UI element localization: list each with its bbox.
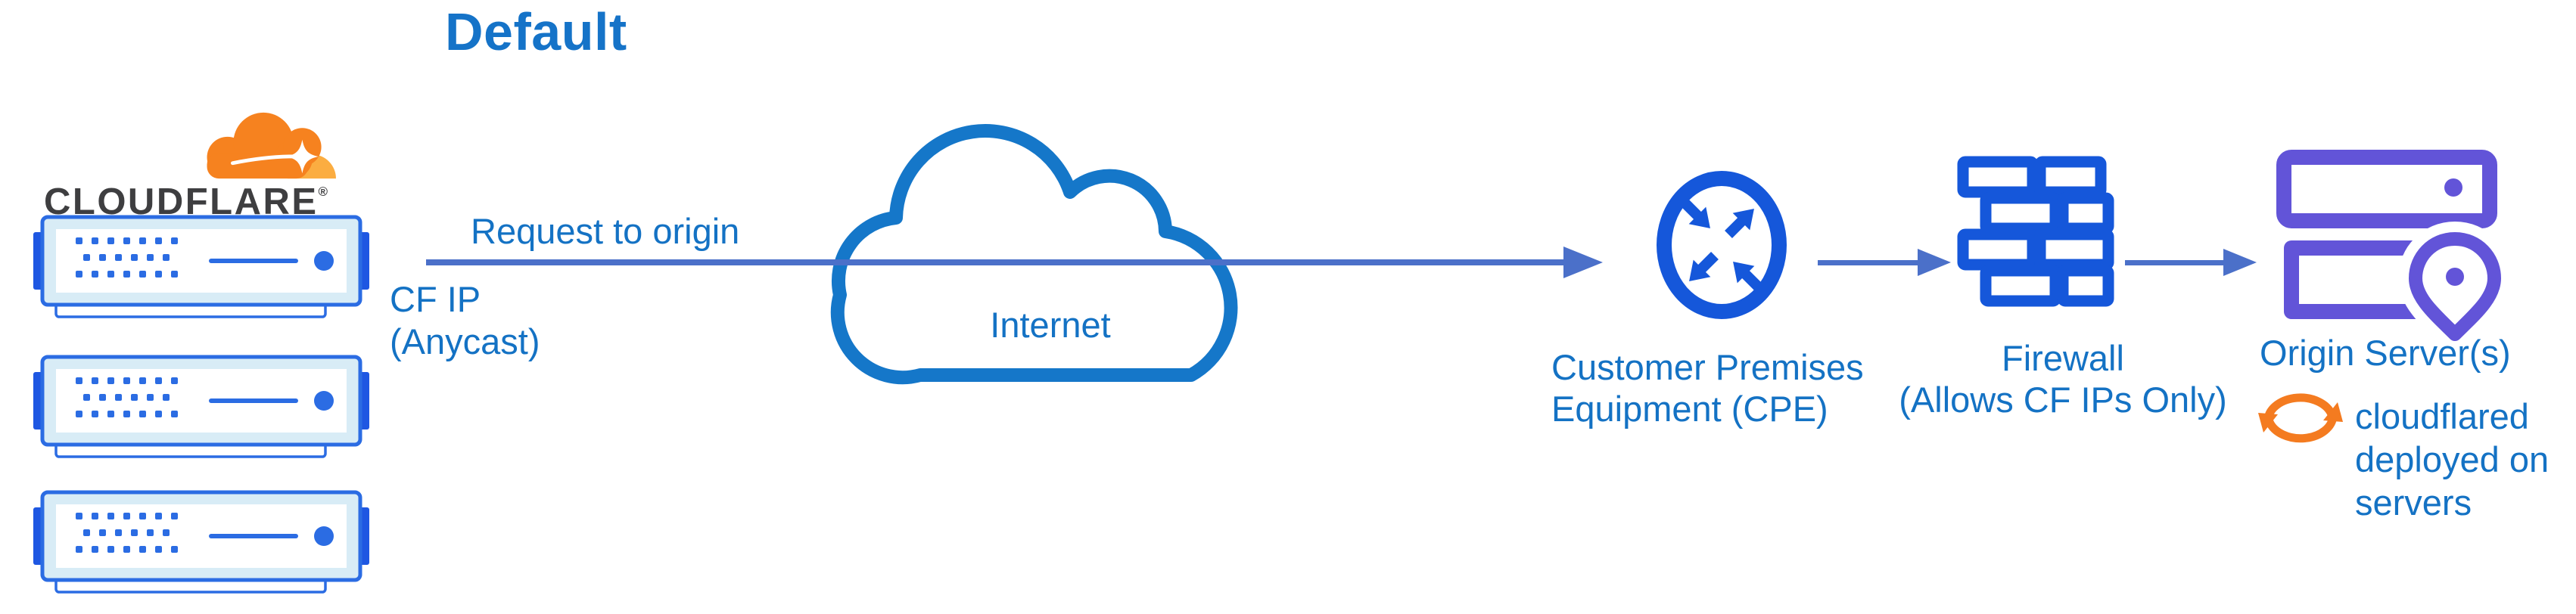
cpe-label: Customer Premises Equipment (CPE) [1551, 346, 1864, 429]
cloudflare-logo [192, 110, 339, 180]
server-icon [33, 489, 369, 595]
cloudflare-server-3 [33, 489, 369, 595]
cloudflared-note: cloudflared deployed on servers [2355, 395, 2549, 524]
cpe-to-firewall-arrowhead-icon [1918, 249, 1951, 276]
origin-servers-label: Origin Server(s) [2260, 333, 2511, 373]
cloudflared-note-line1: cloudflared [2355, 396, 2529, 436]
server-icon [33, 214, 369, 320]
cloudflare-cloud-icon [207, 112, 336, 179]
firewall-label-line1: Firewall [2002, 338, 2124, 378]
origin-rack-top [2276, 150, 2497, 228]
server-icon [33, 354, 369, 460]
firewall-label: Firewall (Allows CF IPs Only) [1895, 337, 2231, 420]
cpe-router-icon [1654, 169, 1789, 321]
cloudflared-note-line2: deployed on [2355, 439, 2550, 479]
firewall-label-line2: (Allows CF IPs Only) [1899, 380, 2227, 420]
cloudflared-note-line3: servers [2355, 482, 2472, 523]
cloudflare-server-1 [33, 214, 369, 320]
registered-trademark: ® [318, 185, 330, 199]
cloudflare-server-2 [33, 354, 369, 460]
internet-label: Internet [990, 305, 1111, 345]
request-arrowhead-icon [1563, 247, 1603, 278]
request-to-origin-label: Request to origin [471, 211, 740, 251]
cf-ip-anycast-label: CF IP (Anycast) [390, 278, 540, 363]
location-pin-icon [2397, 221, 2512, 359]
sync-arrows-icon [2258, 384, 2343, 451]
firewall-to-origin-arrow-line [2125, 260, 2223, 265]
firewall-icon [1957, 156, 2114, 307]
cf-ip-line1: CF IP [390, 279, 481, 319]
page-title: Default [445, 2, 627, 61]
origin-servers-icon [2275, 148, 2512, 359]
cpe-to-firewall-arrow-line [1818, 260, 1918, 265]
cpe-label-line2: Equipment (CPE) [1551, 389, 1828, 429]
internet-cloud-icon [823, 119, 1277, 385]
cpe-label-line1: Customer Premises [1551, 347, 1864, 387]
cf-ip-line2: (Anycast) [390, 321, 540, 361]
request-arrow-line [426, 259, 1563, 265]
firewall-to-origin-arrowhead-icon [2223, 249, 2257, 276]
